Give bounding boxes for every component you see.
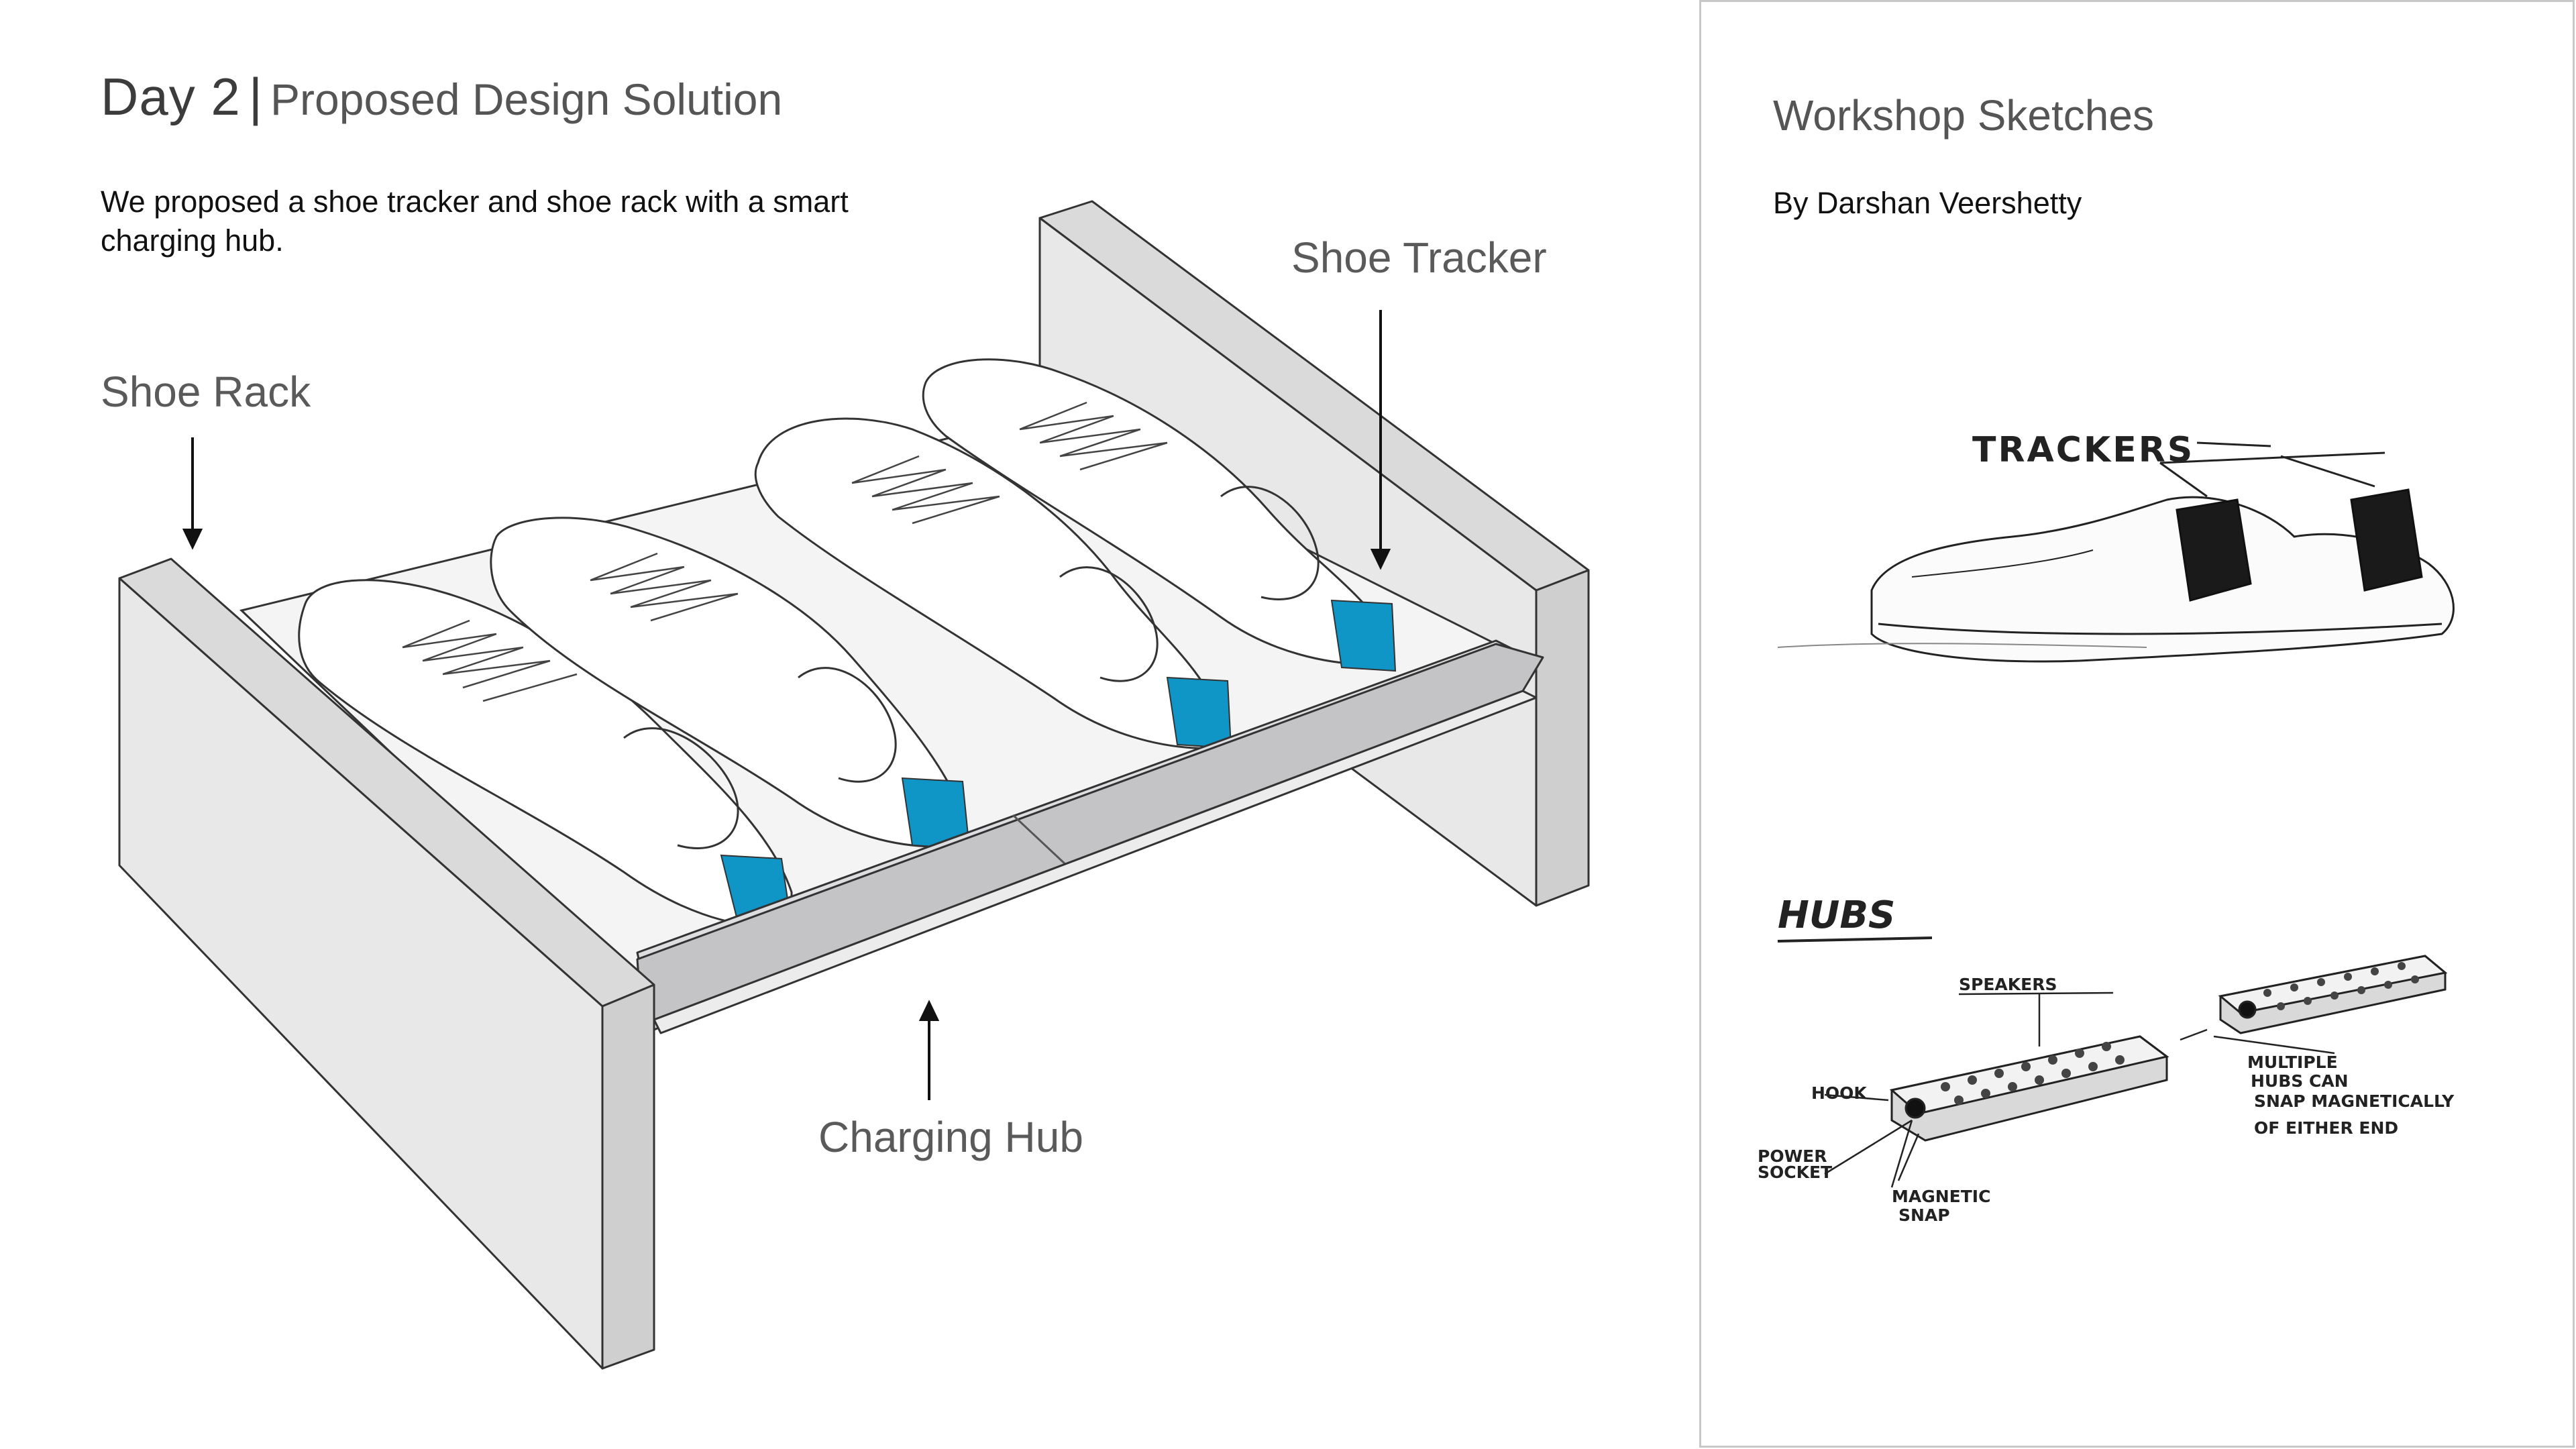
shoe-tracker-label: Shoe Tracker (1291, 233, 1547, 282)
hubs-note: HUBS (1778, 894, 1895, 937)
page-title: Day 2|Proposed Design Solution (101, 70, 782, 123)
intro-text: We proposed a shoe tracker and shoe rack… (101, 184, 849, 258)
hub-sketch (1824, 955, 2448, 1188)
label-arrows (182, 310, 1391, 1100)
title-separator: | (248, 67, 263, 126)
shoe-3 (754, 417, 1232, 750)
hub-sketch-notes: SPEAKERS HOOK POWER SOCKET MAGNETIC SNAP… (1758, 975, 2455, 1225)
rack-front-panel (118, 557, 655, 1370)
speaker-dots (1941, 962, 2419, 1105)
tracker-sketch-devices (2176, 488, 2423, 602)
power-socket-note-line-1: POWER (1758, 1146, 1827, 1166)
charging-hub-bar (636, 639, 1544, 1034)
shoe-laces (402, 401, 1168, 702)
multiple-hubs-note-line-4: OF EITHER END (2254, 1118, 2398, 1138)
shoe-2 (490, 517, 971, 850)
magnetic-snap-note-line-1: MAGNETIC (1892, 1187, 1990, 1206)
speakers-note: SPEAKERS (1959, 975, 2057, 994)
shoes-group (298, 358, 1397, 928)
hubs-underline (1777, 936, 1933, 943)
multiple-hubs-note-line-1: MULTIPLE (2247, 1053, 2338, 1072)
multiple-hubs-note-line-2: HUBS CAN (2251, 1071, 2349, 1091)
shoe-4 (922, 358, 1397, 672)
sketches-panel (1699, 0, 2575, 1448)
sketches-author: By Darshan Veershetty (1773, 186, 2082, 220)
tracker-sketch (1777, 441, 2455, 663)
charging-hub-label: Charging Hub (818, 1113, 1083, 1161)
page-subtitle: Proposed Design Solution (270, 74, 783, 124)
trackers-note: TRACKERS (1972, 430, 2194, 470)
day-label: Day 2 (101, 67, 241, 126)
shoe-rack-label: Shoe Rack (101, 368, 311, 416)
hook-note: HOOK (1811, 1083, 1868, 1103)
magnetic-snap-note-line-2: SNAP (1898, 1205, 1950, 1225)
sketches-title: Workshop Sketches (1773, 91, 2154, 140)
tracker-4 (1330, 599, 1397, 672)
power-socket-note-line-2: SOCKET (1758, 1163, 1832, 1182)
multiple-hubs-note-line-3: SNAP MAGNETICALLY (2254, 1091, 2455, 1111)
